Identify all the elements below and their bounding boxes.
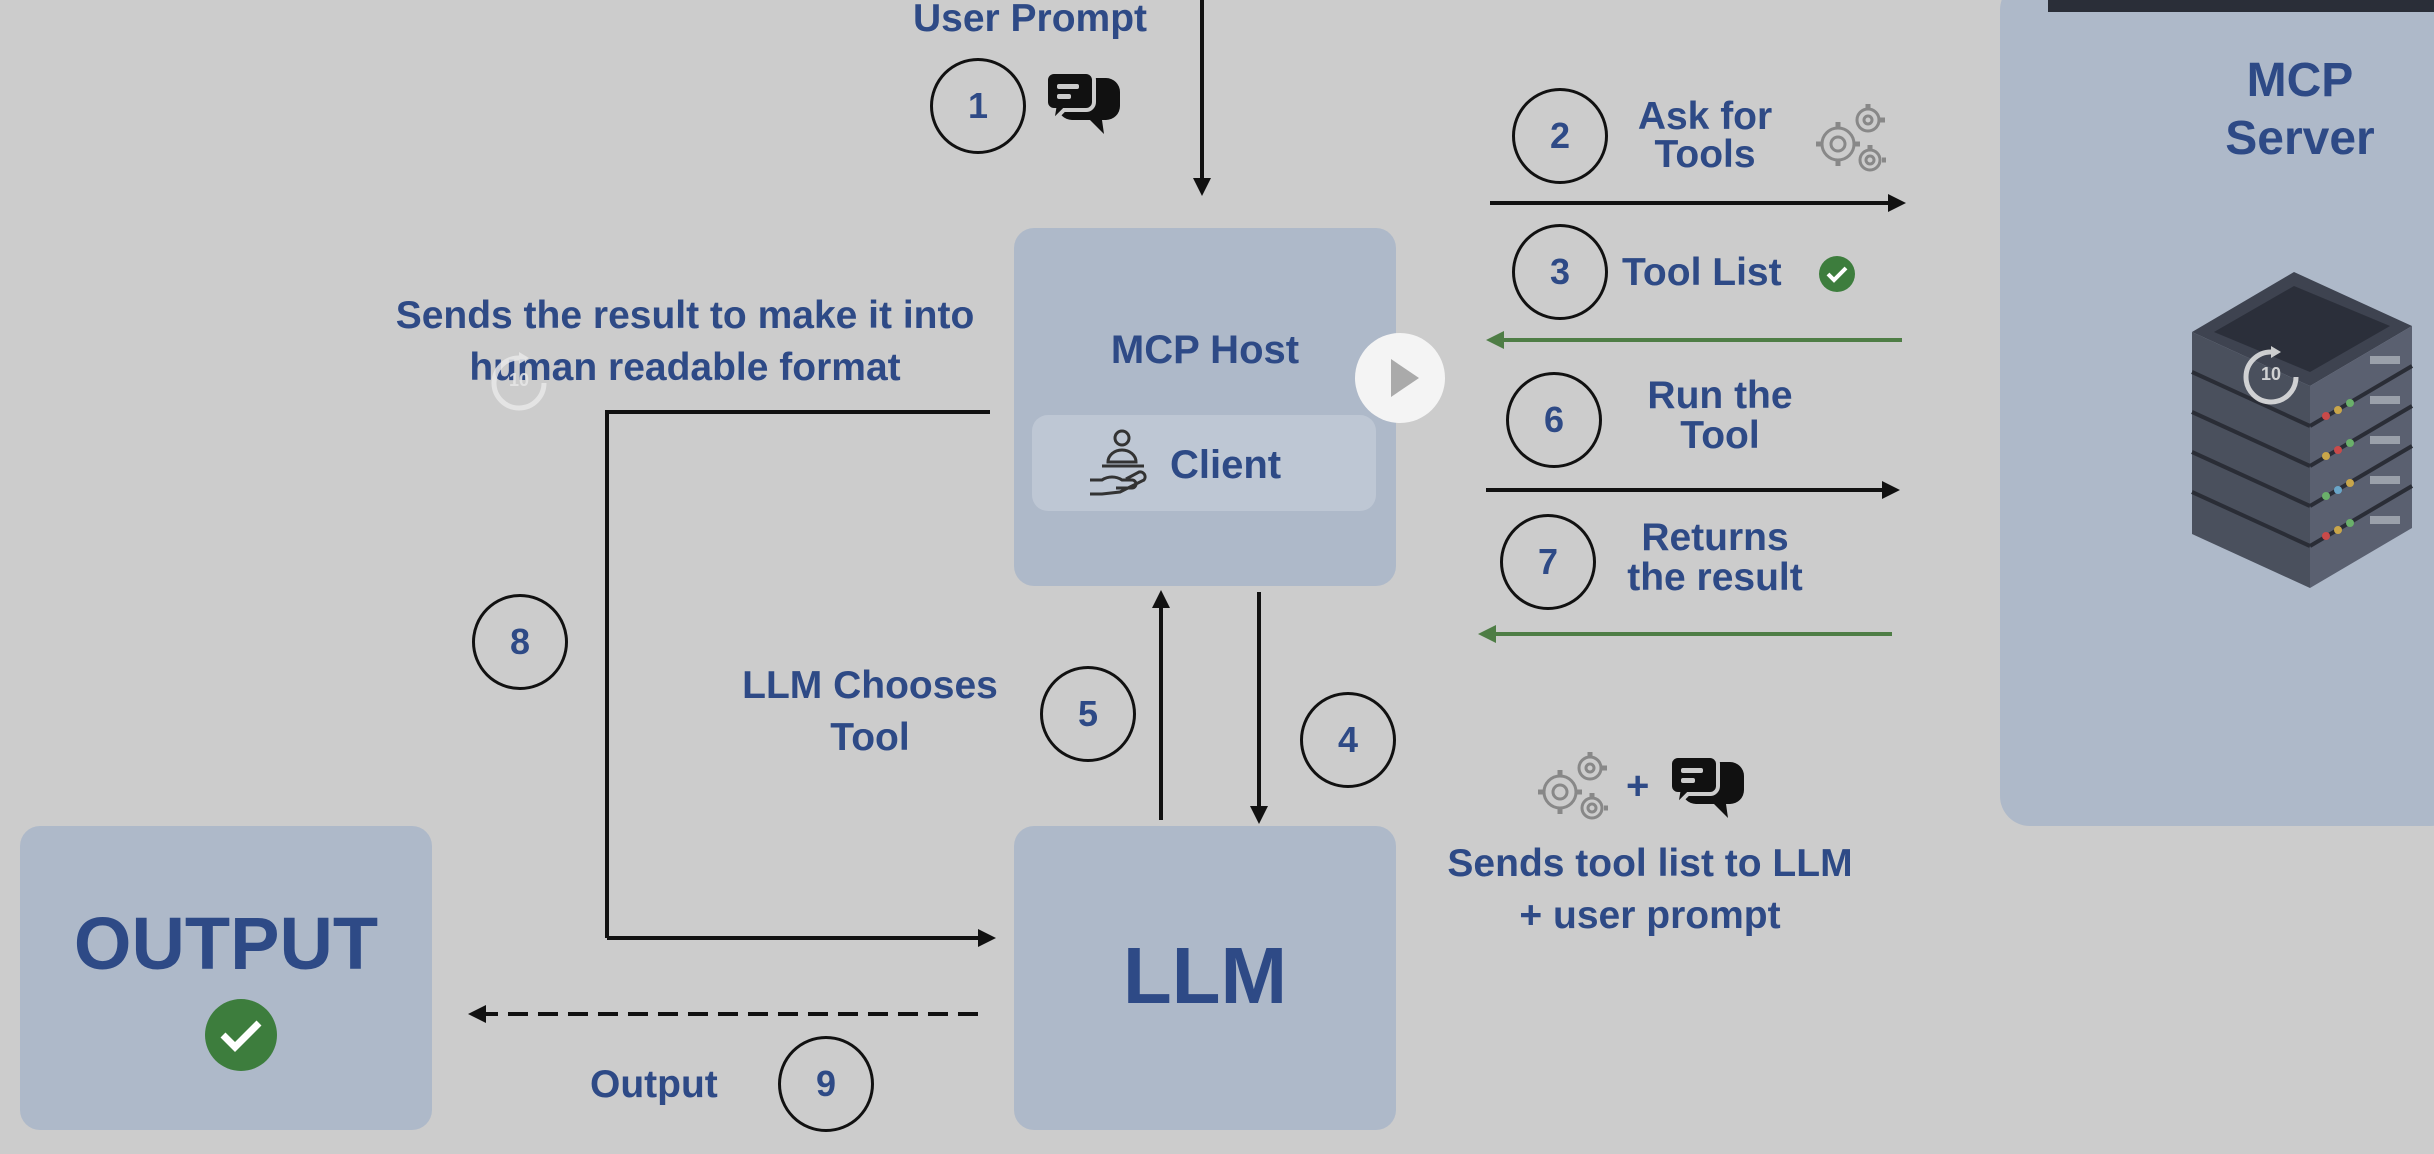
- run-the-tool-line1: Run the: [1647, 374, 1793, 417]
- step-9: 9: [778, 1036, 874, 1132]
- user-prompt-label: User Prompt: [912, 0, 1148, 40]
- mcp-host-box: [1014, 228, 1396, 586]
- replay-10-label: 10: [2260, 364, 2282, 384]
- check-icon: [205, 999, 277, 1071]
- gears-icon: [1816, 104, 1886, 172]
- step-8: 8: [472, 594, 568, 690]
- client-box: [1032, 415, 1376, 511]
- replay-10-icon[interactable]: 10: [2240, 346, 2302, 408]
- result-loop-line: [605, 410, 990, 938]
- sends-tool-list-line1: Sends tool list to LLM: [1447, 842, 1853, 885]
- mcp-server-label: MCP Server: [2190, 52, 2410, 168]
- server-rack-icon: [2191, 272, 2414, 588]
- mcp-server-line2: Server: [2225, 112, 2375, 165]
- sends-tool-list-line2: + user prompt: [1519, 894, 1781, 937]
- chat-icon: [1668, 754, 1744, 818]
- step-6: 6: [1506, 372, 1602, 468]
- returns-result-line1: Returns: [1641, 516, 1789, 559]
- sends-result-line2: human readable format: [469, 346, 901, 389]
- tool-list-label: Tool List: [1622, 251, 1782, 294]
- sends-result-label: Sends the result to make it into human r…: [360, 290, 1010, 394]
- ask-for-tools-line2: Tools: [1654, 133, 1756, 176]
- mcp-server-line1: MCP: [2246, 54, 2354, 107]
- check-icon: [1819, 256, 1855, 292]
- replay-10-icon[interactable]: 10: [488, 352, 550, 414]
- thumbnail-strip: [2048, 0, 2434, 12]
- client-hand-icon: [1090, 429, 1147, 496]
- gears-icon: [1538, 752, 1608, 820]
- output-box: [20, 826, 432, 1130]
- chat-icon: [1044, 70, 1120, 134]
- run-the-tool-label: Run the Tool: [1620, 376, 1820, 456]
- client-label: Client: [1170, 443, 1282, 487]
- sends-result-line1: Sends the result to make it into: [395, 294, 975, 337]
- step-1: 1: [930, 58, 1026, 154]
- llm-chooses-label: LLM Chooses Tool: [720, 660, 1020, 764]
- plus-sign: +: [1626, 764, 1650, 808]
- ask-for-tools-label: Ask for Tools: [1610, 95, 1800, 176]
- output-arrow-label: Output: [590, 1063, 718, 1106]
- llm-chooses-line2: Tool: [830, 716, 910, 759]
- step-4: 4: [1300, 692, 1396, 788]
- llm-chooses-line1: LLM Chooses: [742, 664, 998, 707]
- replay-10-label: 10: [508, 370, 530, 390]
- step-3: 3: [1512, 224, 1608, 320]
- ask-for-tools-line1: Ask for: [1637, 95, 1773, 138]
- sends-tool-list-label: Sends tool list to LLM + user prompt: [1410, 838, 1890, 942]
- play-icon[interactable]: [1355, 333, 1445, 423]
- llm-box: [1014, 826, 1396, 1130]
- step-7: 7: [1500, 514, 1596, 610]
- mcp-host-label: MCP Host: [1110, 328, 1300, 372]
- step-2: 2: [1512, 88, 1608, 184]
- returns-result-label: Returns the result: [1600, 518, 1830, 598]
- llm-label: LLM: [1122, 931, 1288, 1020]
- returns-result-line2: the result: [1627, 556, 1803, 599]
- run-the-tool-line2: Tool: [1680, 414, 1760, 457]
- replay-arrow-icon: [2243, 346, 2299, 405]
- step-5: 5: [1040, 666, 1136, 762]
- output-box-label: OUTPUT: [73, 902, 379, 985]
- replay-arrow-icon: [491, 352, 547, 411]
